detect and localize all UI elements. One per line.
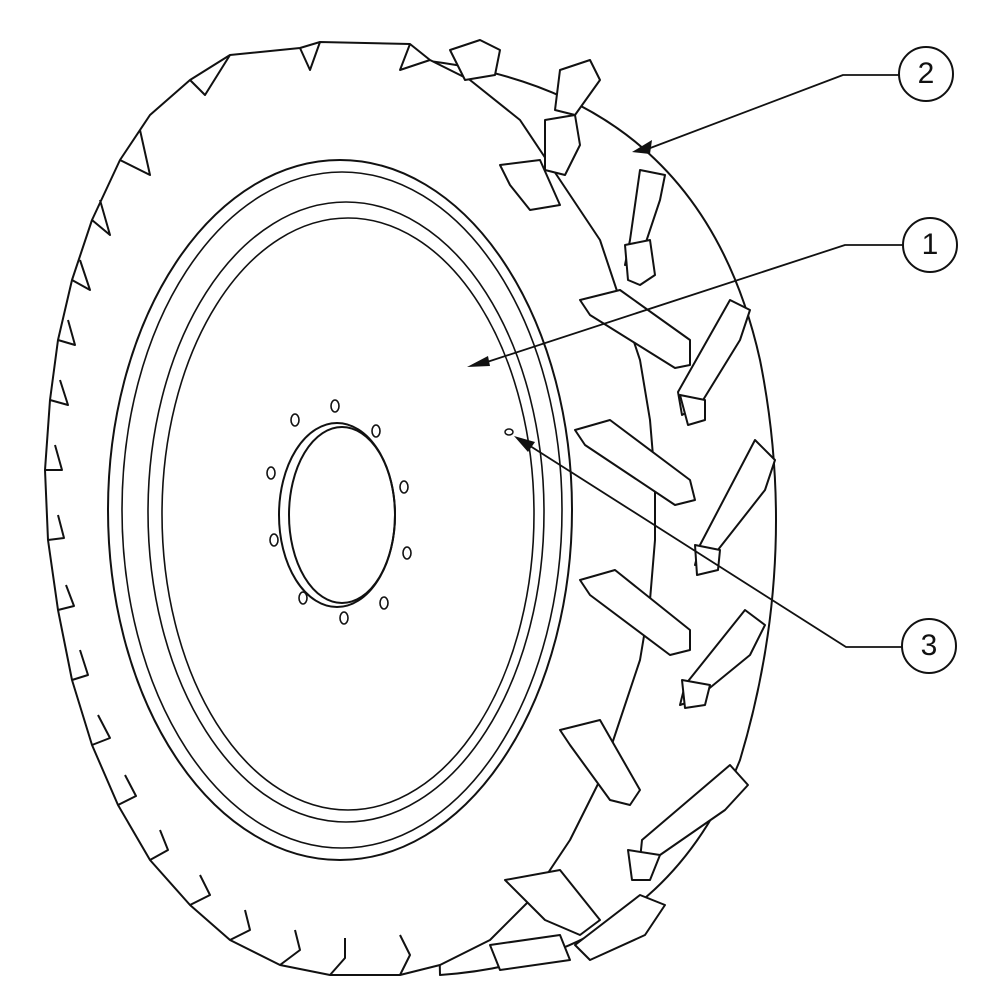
- callout-2-circle: [898, 46, 954, 102]
- callout-1-label: 1: [921, 228, 939, 261]
- rim-ring-3: [147, 201, 545, 823]
- rim-face: [161, 217, 535, 811]
- rim-ring-2: [121, 171, 563, 849]
- callout-3-label: 3: [920, 629, 938, 662]
- leader-lines: [467, 74, 903, 648]
- tread-blocks: [449, 39, 776, 971]
- callout-2-label: 2: [917, 57, 935, 90]
- rim-outer-ring: [107, 159, 573, 861]
- bolt-holes: [266, 399, 412, 625]
- callout-3-circle: [901, 618, 957, 674]
- callout-1-circle: [902, 217, 958, 273]
- sidewall-lugs: [45, 41, 431, 976]
- hub-bore: [288, 426, 396, 604]
- valve-stem: [504, 428, 514, 436]
